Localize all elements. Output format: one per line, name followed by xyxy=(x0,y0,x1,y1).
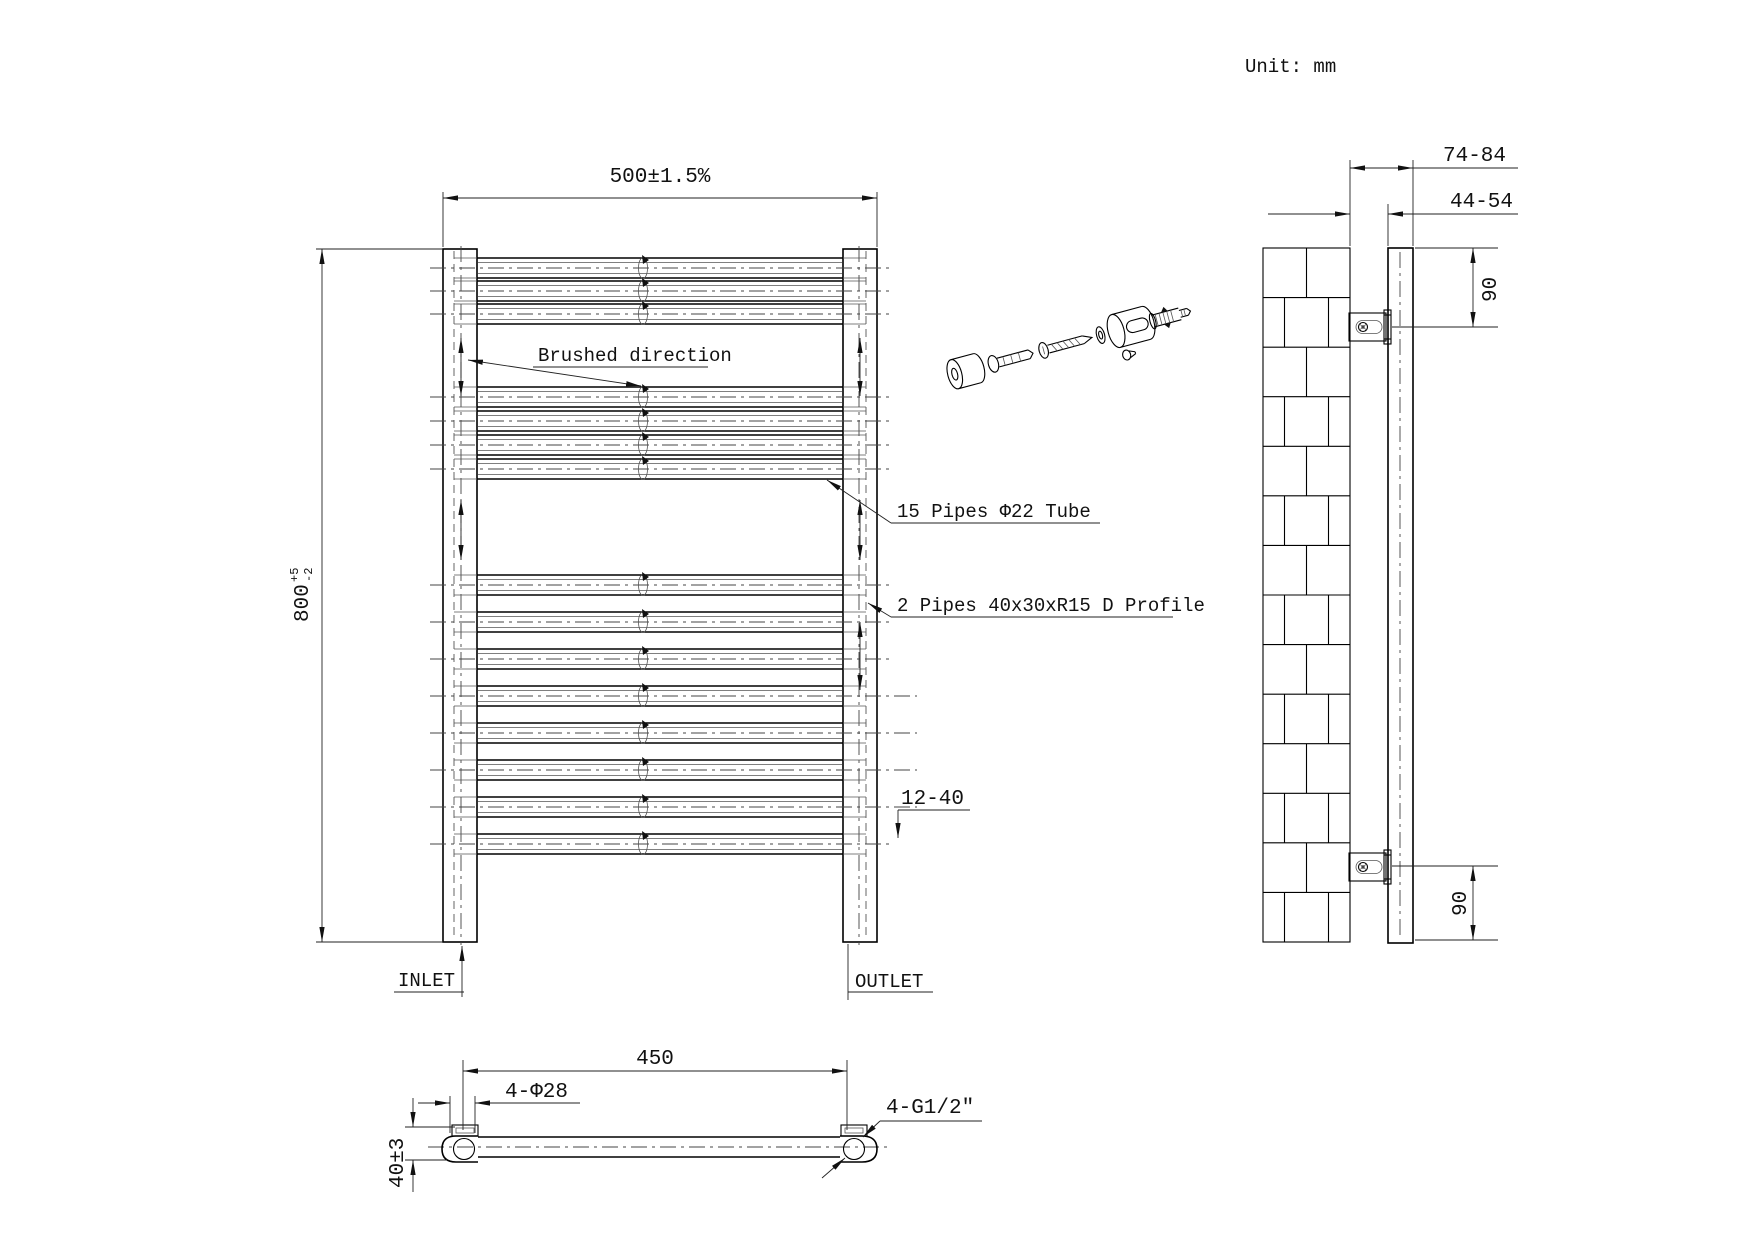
pipe xyxy=(430,683,917,707)
dimension-profile-depth: 40±3 xyxy=(387,1098,455,1192)
height-dim-upper-tol: +5 xyxy=(288,568,302,582)
hole-centers-text: 450 xyxy=(636,1048,674,1071)
bottom-view: 450 4-Φ28 40±3 4-G1/2″ xyxy=(387,1048,982,1192)
bracket-housing-part xyxy=(1106,305,1156,349)
pipe xyxy=(430,757,917,781)
label-d-profile: 2 Pipes 40x30xR15 D Profile xyxy=(867,595,1205,618)
pipe xyxy=(430,278,890,302)
side-view: 74-84 44-54 90 90 xyxy=(1262,145,1518,944)
rail-brush-direction-arrows xyxy=(458,338,863,690)
pipe xyxy=(430,720,917,744)
wall-bracket xyxy=(1348,309,1392,345)
pipe xyxy=(430,255,890,279)
spacer-part xyxy=(946,353,986,390)
label-pipes: 15 Pipes Φ22 Tube xyxy=(826,479,1100,524)
bracket-screw-icon xyxy=(1357,861,1369,873)
left-bracket-tab xyxy=(451,1124,479,1137)
front-view: 500±1.5% 800 +5 -2 Brushed direction 15 … xyxy=(288,166,1205,1000)
inlet-text: INLET xyxy=(398,970,455,992)
long-screw-part xyxy=(1038,335,1094,359)
width-dim-text: 500±1.5% xyxy=(610,166,711,189)
brick-hatch xyxy=(1263,248,1350,942)
left-connection-hole xyxy=(452,1137,476,1161)
pipe xyxy=(430,794,917,818)
left-rail xyxy=(442,248,478,943)
dimension-top-bracket: 90 xyxy=(1392,247,1503,328)
bottom-bracket-dim-text: 90 xyxy=(1450,891,1473,916)
pipe xyxy=(430,831,890,855)
pipe xyxy=(430,384,890,408)
label-brushed-direction: Brushed direction xyxy=(467,345,732,387)
dimension-holes: 4-Φ28 xyxy=(418,1081,580,1133)
pipes-label-text: 15 Pipes Φ22 Tube xyxy=(897,501,1091,523)
machine-screw-part xyxy=(987,349,1034,373)
right-end-cap xyxy=(840,1124,878,1163)
wall-brackets xyxy=(1348,309,1392,885)
label-outlet: OUTLET xyxy=(847,944,933,1000)
profile-label-text: 2 Pipes 40x30xR15 D Profile xyxy=(897,595,1205,617)
unit-note: Unit: mm xyxy=(1245,56,1336,78)
wall-clearance-text: 44-54 xyxy=(1450,191,1513,214)
left-end-cap xyxy=(441,1124,479,1163)
wall-bracket xyxy=(1348,849,1392,885)
pipe xyxy=(430,609,890,633)
wall-anchor-part xyxy=(1148,306,1192,330)
label-inlet: INLET xyxy=(394,946,465,997)
pipe xyxy=(430,408,890,432)
pipe xyxy=(430,301,890,325)
dimension-width: 500±1.5% xyxy=(442,166,878,247)
dimension-wall-clearance: 44-54 xyxy=(1268,191,1518,246)
label-thread: 4-G1/2″ xyxy=(821,1097,982,1179)
dimension-pipe-spacing: 12-40 xyxy=(895,788,970,838)
spacing-dim-text: 12-40 xyxy=(901,788,964,811)
dimension-overall-depth: 74-84 xyxy=(1349,145,1518,246)
pipe xyxy=(430,572,890,596)
height-dim-lower-tol: -2 xyxy=(302,568,316,582)
dimension-bottom-bracket: 90 xyxy=(1392,865,1498,941)
thread-label-text: 4-G1/2″ xyxy=(886,1097,974,1120)
profile-depth-text: 40±3 xyxy=(387,1138,410,1188)
bracket-screw-icon xyxy=(1357,321,1369,333)
hardware-exploded-view xyxy=(946,305,1192,390)
brushed-direction-text: Brushed direction xyxy=(538,345,732,367)
rail-side-profile xyxy=(1387,247,1414,944)
small-screw-part xyxy=(1122,349,1137,361)
outlet-text: OUTLET xyxy=(855,971,923,993)
pipe xyxy=(430,456,890,480)
washer-part xyxy=(1095,326,1106,344)
pipe xyxy=(430,432,890,456)
height-dim-text: 800 xyxy=(292,584,315,622)
holes-dim-text: 4-Φ28 xyxy=(505,1081,568,1104)
dimension-hole-centers: 450 xyxy=(462,1048,848,1130)
dimension-height: 800 +5 -2 xyxy=(288,248,443,943)
right-connection-hole xyxy=(842,1137,866,1161)
pipe-array xyxy=(430,255,917,855)
pipe xyxy=(430,646,890,670)
top-bracket-dim-text: 90 xyxy=(1480,277,1503,302)
overall-depth-text: 74-84 xyxy=(1443,145,1506,168)
